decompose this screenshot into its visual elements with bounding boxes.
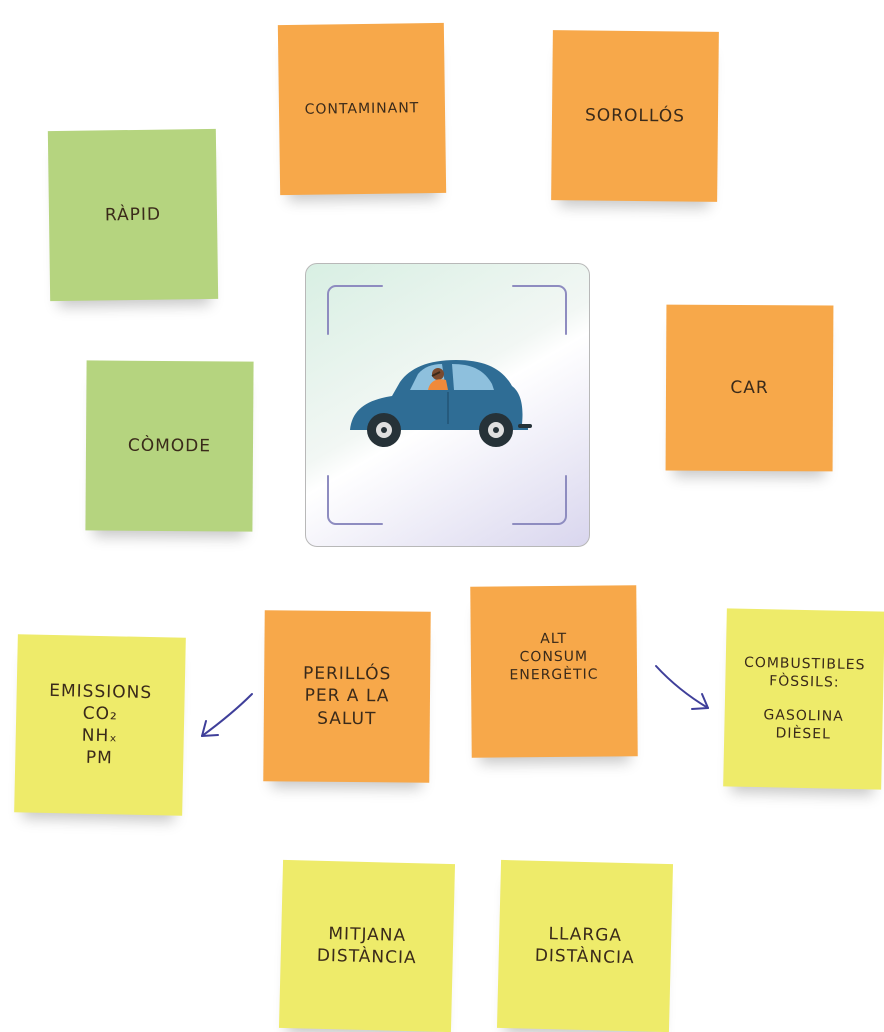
note-emissions-line-2: CO₂: [82, 703, 118, 726]
note-combustibles-line-2: FÒSSILS:: [769, 672, 840, 692]
note-perillos-line-1: PERILLÓS: [303, 663, 392, 686]
note-comode-text: CÒMODE: [128, 435, 211, 458]
note-sorollos-text: SOROLLÓS: [585, 104, 685, 127]
note-alt-consum-line-1: ALT: [540, 630, 567, 648]
note-emissions: EMISSIONS CO₂ NHₓ PM: [14, 634, 186, 815]
note-llarga-distancia: LLARGA DISTÀNCIA: [497, 860, 673, 1032]
car-with-driver-icon: [306, 264, 589, 546]
note-perillos-line-2: PER A LA: [305, 685, 390, 708]
note-combustibles-line-5: DIÈSEL: [775, 725, 831, 744]
car-image-card: [305, 263, 590, 547]
note-mitjana-line-2: DISTÀNCIA: [317, 945, 417, 970]
note-contaminant-text: CONTAMINANT: [305, 99, 420, 119]
note-comode: CÒMODE: [85, 360, 253, 531]
note-combustibles: COMBUSTIBLES FÒSSILS: GASOLINA DIÈSEL: [723, 608, 884, 789]
note-perillos-line-3: SALUT: [317, 707, 376, 730]
note-emissions-line-3: NHₓ: [82, 725, 119, 748]
note-llarga-line-2: DISTÀNCIA: [535, 945, 635, 970]
note-combustibles-line-4: GASOLINA: [763, 706, 844, 726]
note-combustibles-line-1: COMBUSTIBLES: [744, 653, 866, 674]
note-emissions-line-4: PM: [86, 747, 113, 770]
note-alt-consum-line-3: ENERGÈTIC: [509, 666, 598, 685]
note-perillos: PERILLÓS PER A LA SALUT: [263, 610, 430, 782]
arrow-to-combustibles: [652, 662, 716, 714]
note-rapid: RÀPID: [48, 129, 218, 301]
note-alt-consum-line-2: CONSUM: [520, 648, 589, 667]
note-car: CAR: [666, 305, 834, 472]
note-mitjana-distancia: MITJANA DISTÀNCIA: [279, 860, 455, 1032]
note-rapid-text: RÀPID: [105, 204, 161, 227]
note-contaminant: CONTAMINANT: [278, 23, 446, 195]
note-car-text: CAR: [730, 377, 768, 399]
note-alt-consum: ALT CONSUM ENERGÈTIC: [470, 585, 637, 757]
note-emissions-line-1: EMISSIONS: [49, 680, 152, 704]
note-sorollos: SOROLLÓS: [551, 30, 719, 202]
arrow-to-emissions: [192, 688, 258, 744]
note-mitjana-line-1: MITJANA: [328, 923, 406, 947]
note-llarga-line-1: LLARGA: [548, 923, 622, 947]
